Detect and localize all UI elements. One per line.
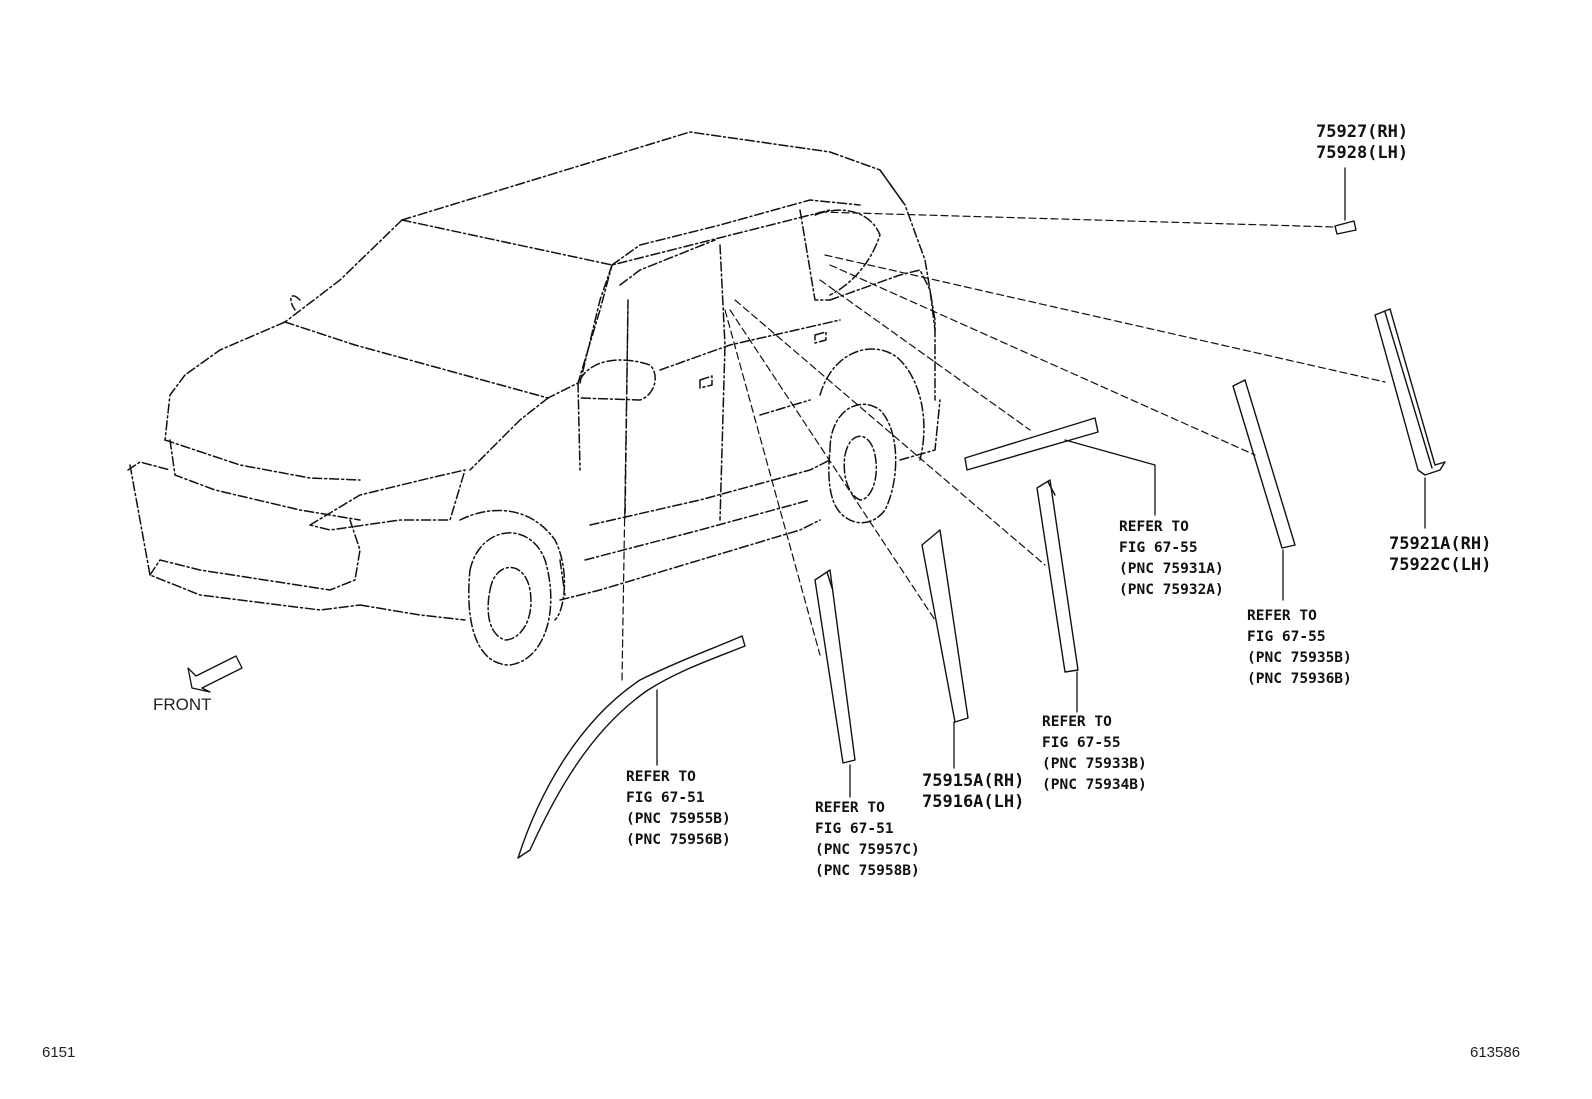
ref-note-75931: REFER TO FIG 67-55 (PNC 75931A) (PNC 759… — [1119, 517, 1224, 601]
ref-line: (PNC 75934B) — [1042, 777, 1147, 793]
footer-right-code: 613586 — [1470, 1044, 1521, 1061]
callout-leaders — [656, 167, 1426, 798]
part-75957-moulding — [814, 569, 856, 764]
ref-line: (PNC 75936B) — [1247, 671, 1352, 687]
part-75927-clip — [1334, 220, 1357, 235]
ref-line: (PNC 75955B) — [626, 811, 731, 827]
part-75931-moulding — [964, 417, 1099, 471]
callout-75927-line1: 75927(RH) — [1316, 122, 1409, 142]
ref-line: (PNC 75931A) — [1119, 561, 1224, 577]
footer-left-code: 6151 — [42, 1044, 76, 1061]
ref-line: FIG 67-51 — [626, 790, 705, 806]
part-75935-moulding — [1232, 379, 1296, 549]
ref-line: REFER TO — [1119, 519, 1189, 535]
ref-line: FIG 67-51 — [815, 821, 894, 837]
front-arrow-icon — [187, 655, 243, 693]
ref-note-75957: REFER TO FIG 67-51 (PNC 75957C) (PNC 759… — [815, 798, 920, 882]
front-label: FRONT — [153, 695, 212, 714]
ref-line: (PNC 75932A) — [1119, 582, 1224, 598]
callout-75915: 75915A(RH) 75916A(LH) — [922, 773, 1024, 811]
ref-line: REFER TO — [1247, 608, 1317, 624]
ref-line: REFER TO — [815, 800, 885, 816]
ref-line: (PNC 75956B) — [626, 832, 731, 848]
vehicle-outline — [127, 131, 941, 666]
callout-75921: 75921A(RH) 75922C(LH) — [1389, 536, 1491, 574]
ref-line: FIG 67-55 — [1042, 735, 1121, 751]
callout-75915-line1: 75915A(RH) — [922, 771, 1025, 791]
ref-note-75955: REFER TO FIG 67-51 (PNC 75955B) (PNC 759… — [626, 767, 731, 851]
ref-line: (PNC 75957C) — [815, 842, 920, 858]
callout-75915-line2: 75916A(LH) — [922, 792, 1025, 812]
leader-lines — [621, 211, 1386, 681]
ref-note-75935: REFER TO FIG 67-55 (PNC 75935B) (PNC 759… — [1247, 606, 1352, 690]
ref-line: (PNC 75935B) — [1247, 650, 1352, 666]
callout-75921-line2: 75922C(LH) — [1389, 555, 1492, 575]
ref-line: FIG 67-55 — [1119, 540, 1198, 556]
part-75921-pillar — [1374, 308, 1446, 476]
ref-line: REFER TO — [626, 769, 696, 785]
ref-line: (PNC 75958B) — [815, 863, 920, 879]
callout-75927-line2: 75928(LH) — [1316, 143, 1409, 163]
ref-note-75933: REFER TO FIG 67-55 (PNC 75933B) (PNC 759… — [1042, 712, 1147, 796]
callout-75927: 75927(RH) 75928(LH) — [1316, 124, 1408, 162]
part-75955-moulding — [517, 635, 746, 859]
callout-75921-line1: 75921A(RH) — [1389, 534, 1492, 554]
ref-line: REFER TO — [1042, 714, 1112, 730]
part-75933-moulding — [1036, 479, 1079, 673]
part-75915-pillar — [921, 529, 969, 723]
ref-line: (PNC 75933B) — [1042, 756, 1147, 772]
ref-line: FIG 67-55 — [1247, 629, 1326, 645]
